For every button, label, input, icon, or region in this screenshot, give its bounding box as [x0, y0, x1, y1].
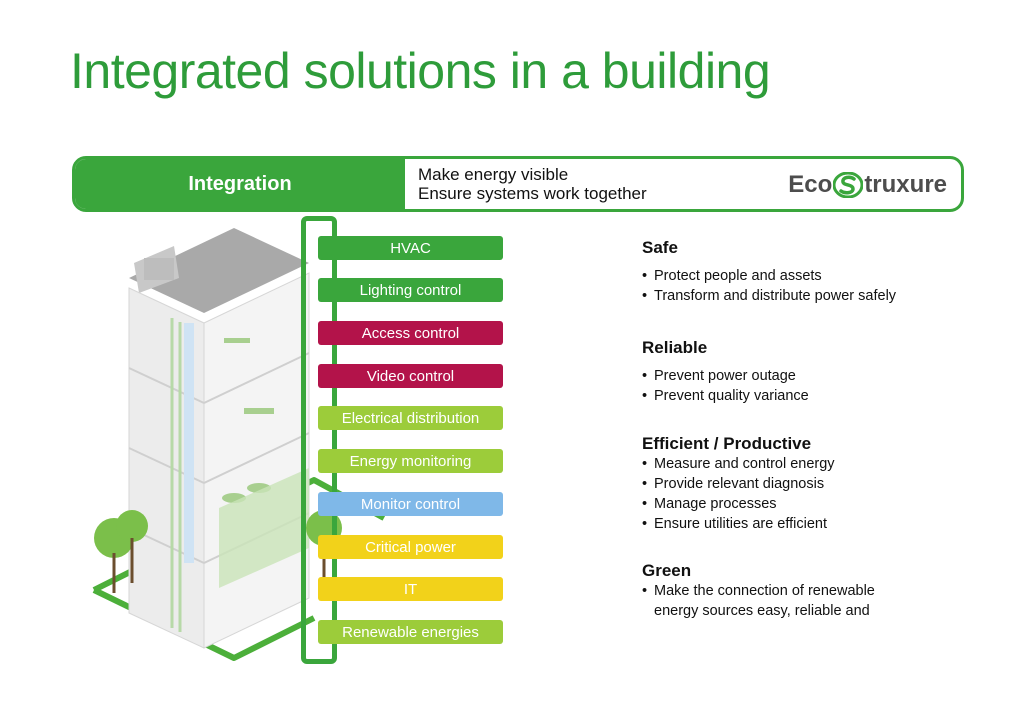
- list-item: •Measure and control energy: [642, 456, 835, 472]
- section-heading: Safe: [642, 238, 678, 257]
- tag-hvac: HVAC: [318, 236, 503, 260]
- banner-line-1: Make energy visible: [418, 165, 569, 184]
- logo-prefix: Eco: [788, 171, 833, 198]
- list-item: •Prevent quality variance: [642, 388, 809, 404]
- tag-renewable-energies: Renewable energies: [318, 620, 503, 644]
- banner-line-2: Ensure systems work together: [418, 184, 647, 203]
- list-item: •Protect people and assets: [642, 268, 822, 284]
- list-item: •Prevent power outage: [642, 368, 796, 384]
- tag-lighting-control: Lighting control: [318, 278, 503, 302]
- list-item: •Provide relevant diagnosis: [642, 476, 825, 492]
- list-item-continuation: energy sources easy, reliable and: [654, 603, 870, 619]
- list-item: •Make the connection of renewable: [642, 583, 875, 599]
- integration-bracket: [301, 216, 337, 664]
- tag-access-control: Access control: [318, 321, 503, 345]
- section-heading: Efficient / Productive: [642, 434, 812, 453]
- section-green: Green •Make the connection of renewable …: [642, 561, 875, 621]
- list-item: •Manage processes: [642, 496, 777, 512]
- section-heading: Green: [642, 561, 692, 580]
- building-illustration: [92, 228, 386, 661]
- tag-it: IT: [318, 577, 503, 601]
- list-item: •Transform and distribute power safely: [642, 288, 897, 304]
- tag-energy-monitoring: Energy monitoring: [318, 449, 503, 473]
- list-item: •Ensure utilities are efficient: [642, 516, 828, 532]
- integration-label: Integration: [75, 159, 405, 209]
- tag-critical-power: Critical power: [318, 535, 503, 559]
- logo-s-mark-icon: [833, 172, 864, 198]
- logo-suffix: truxure: [864, 171, 947, 198]
- slide-title: Integrated solutions in a building: [70, 43, 771, 99]
- section-safe: Safe •Protect people and assets •Transfo…: [642, 238, 896, 306]
- tag-monitor-control: Monitor control: [318, 492, 503, 516]
- tag-video-control: Video control: [318, 364, 503, 388]
- section-reliable: Reliable •Prevent power outage •Prevent …: [642, 338, 809, 406]
- section-heading: Reliable: [642, 338, 708, 357]
- integration-banner: Integration Make energy visible Ensure s…: [72, 156, 964, 212]
- tag-electrical-distribution: Electrical distribution: [318, 406, 503, 430]
- ecostruxure-logo: Eco truxure: [788, 170, 947, 200]
- banner-description: Make energy visible Ensure systems work …: [418, 165, 647, 203]
- section-efficient: Efficient / Productive •Measure and cont…: [642, 434, 835, 534]
